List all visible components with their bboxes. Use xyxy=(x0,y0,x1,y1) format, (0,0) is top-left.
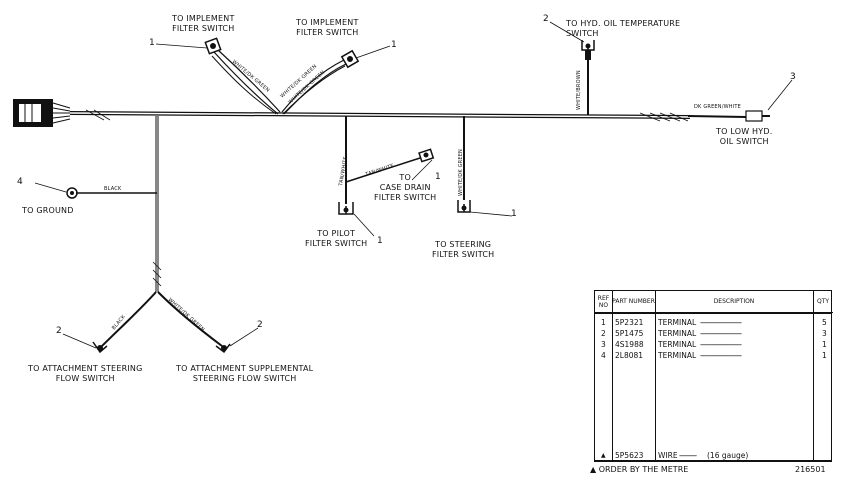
wire-label-steering: WHITE/DK GREEN xyxy=(458,149,464,196)
table-row: 3 4S1988 TERMINAL ----------------------… xyxy=(601,340,827,349)
wire-row: ▲ 5P5623 WIRE ---------- (16 gauge) xyxy=(601,451,749,460)
callout-ground: 4 xyxy=(17,177,23,187)
hyd-temp-branch xyxy=(581,40,595,115)
ground-branch xyxy=(34,182,157,199)
label-low-hyd: TO LOW HYD. OIL SWITCH xyxy=(716,127,773,146)
wire-label-low-hyd: DK GREEN/WHITE xyxy=(694,104,741,110)
label-case-drain: TO CASE DRAIN FILTER SWITCH xyxy=(374,173,437,202)
main-trunk xyxy=(69,109,691,122)
implement-right-branch xyxy=(281,49,360,115)
table-row: 2 5P1475 TERMINAL ----------------------… xyxy=(601,329,827,338)
col-divider xyxy=(655,291,656,461)
label-implement-right: TO IMPLEMENT FILTER SWITCH xyxy=(296,18,359,37)
header-rule xyxy=(595,313,831,314)
harness-connector xyxy=(13,99,71,127)
drawing-number: 216501 xyxy=(795,465,826,474)
callout-attach-steering: 2 xyxy=(56,326,62,336)
parts-table: REF NO PART NUMBER DESCRIPTION QTY 1 5P2… xyxy=(594,290,833,462)
wire-label-pilot: TAN/WHITE xyxy=(338,156,349,187)
header-description: DESCRIPTION xyxy=(655,291,813,313)
leader-lines xyxy=(62,21,793,349)
callout-pilot: 1 xyxy=(377,236,383,246)
label-implement-left: TO IMPLEMENT FILTER SWITCH xyxy=(172,14,235,33)
label-attach-steering: TO ATTACHMENT STEERING FLOW SWITCH xyxy=(28,364,143,383)
callout-hyd-temp: 2 xyxy=(543,14,549,24)
attachment-fork xyxy=(92,291,231,354)
label-hyd-temp: TO HYD. OIL TEMPERATURE SWITCH xyxy=(566,19,681,38)
wire-label-hyd-temp: WHITE/BROWN xyxy=(576,70,582,110)
label-steering: TO STEERING FILTER SWITCH xyxy=(432,240,495,259)
low-hyd-branch xyxy=(687,110,770,122)
wire-label-ground: BLACK xyxy=(104,186,122,192)
callout-steering: 1 xyxy=(511,209,517,219)
header-ref: REF NO xyxy=(595,291,612,313)
header-part-number: PART NUMBER xyxy=(612,291,655,313)
header-qty: QTY xyxy=(813,291,833,313)
col-divider xyxy=(813,291,814,461)
pilot-case-drain-branch xyxy=(338,116,435,215)
callout-case-drain: 1 xyxy=(435,172,441,182)
col-divider xyxy=(612,291,613,461)
label-attach-supp: TO ATTACHMENT SUPPLEMENTAL STEERING FLOW… xyxy=(176,364,314,383)
table-row: 4 2L8081 TERMINAL ----------------------… xyxy=(601,351,827,360)
label-ground: TO GROUND xyxy=(22,206,74,215)
vertical-drop xyxy=(152,116,162,292)
implement-left-branch xyxy=(204,37,281,115)
callout-implement-left: 1 xyxy=(149,38,155,48)
callout-low-hyd: 3 xyxy=(790,72,796,82)
wire-label-attach-supp: WHITE/DK GREEN xyxy=(167,297,206,333)
callout-implement-right: 1 xyxy=(391,40,397,50)
table-row: 1 5P2321 TERMINAL ----------------------… xyxy=(601,318,827,327)
table-bottom-rule xyxy=(595,460,831,461)
footnote: ▲ ORDER BY THE METRE xyxy=(590,465,689,474)
steering-branch xyxy=(457,116,471,213)
callout-attach-supp: 2 xyxy=(257,320,263,330)
label-pilot: TO PILOT FILTER SWITCH xyxy=(305,229,368,248)
